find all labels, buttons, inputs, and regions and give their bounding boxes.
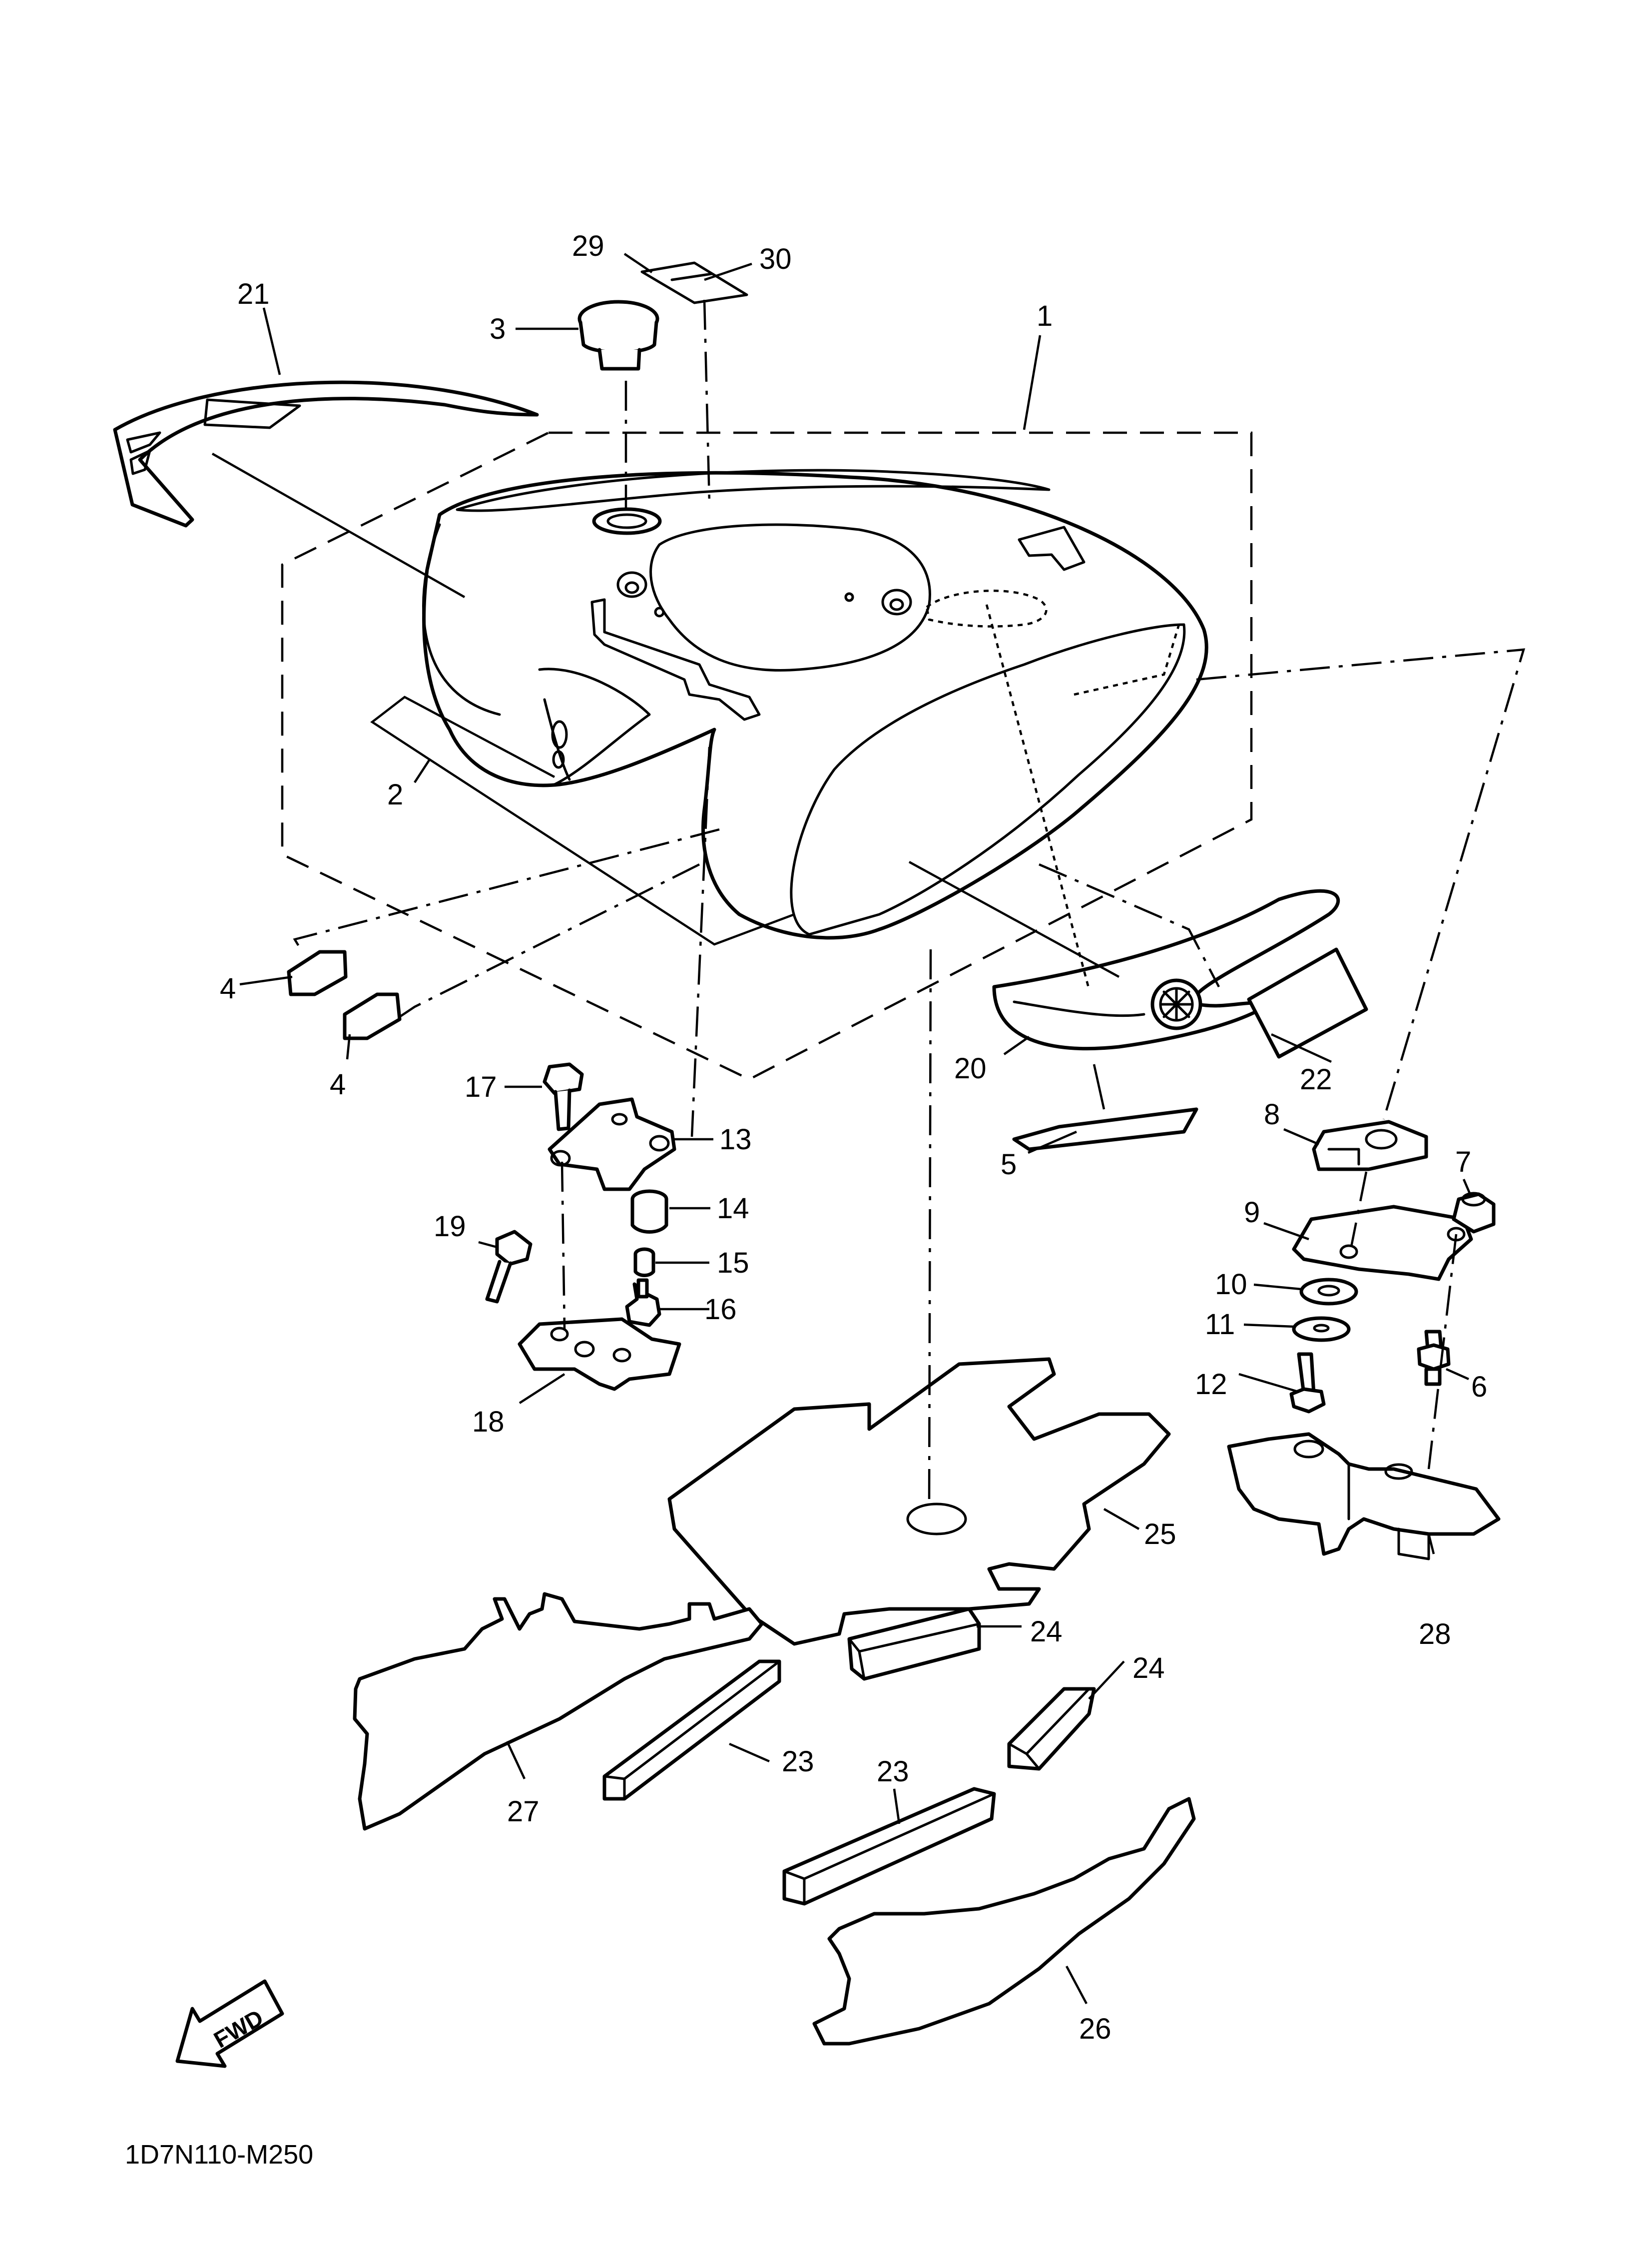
part-3-fuel-cap [577,300,659,371]
assembly-lines [293,299,1526,1505]
part-7-nut [1452,1192,1496,1234]
part-1-fuel-tank [422,469,1208,940]
callout-12: 12 [1195,1368,1227,1401]
callout-29: 29 [572,230,604,262]
callout-11: 11 [1205,1308,1235,1341]
callout-2: 2 [387,778,403,811]
part-22-decal [1247,947,1368,1059]
part-27-side-cover-left [353,1592,764,1831]
part-21-rear-graphic [113,380,539,528]
part-18-lower-bracket [518,1317,681,1391]
callout-4b: 4 [330,1068,346,1101]
part-12-screw [1289,1352,1326,1414]
callout-17: 17 [465,1071,497,1103]
callout-27: 27 [507,1795,540,1828]
part-14-grommet [630,1189,668,1234]
hidden-emblem-outline [925,590,1048,628]
callout-23b: 23 [877,1755,909,1788]
callout-22: 22 [1300,1063,1332,1096]
callout-6: 6 [1471,1371,1487,1403]
callout-labels: 29 30 3 21 1 2 4 4 17 13 14 15 16 19 18 … [220,230,1487,2045]
callout-3: 3 [490,313,506,345]
callout-24a: 24 [1030,1615,1063,1648]
callout-7: 7 [1455,1146,1471,1178]
callout-19: 19 [434,1210,466,1243]
part-10-grommet [1299,1278,1358,1306]
callout-4a: 4 [220,972,236,1005]
tank-assembly-boundary [281,431,1253,1081]
diagram-code: 1D7N110-M250 [125,2140,313,2170]
part-24-block-a [847,1607,981,1681]
part-4-pads [287,950,402,1040]
part-16-bolt [625,1278,661,1327]
part-11-washer [1292,1316,1351,1342]
callout-15: 15 [717,1247,749,1279]
callout-28: 28 [1419,1618,1451,1650]
callout-24b: 24 [1132,1652,1165,1684]
part-9-bracket [1292,1205,1473,1281]
callout-23a: 23 [782,1745,814,1778]
part-15-collar [633,1247,655,1277]
callout-10: 10 [1215,1268,1247,1301]
callout-14: 14 [717,1192,749,1225]
callout-20: 20 [954,1052,987,1085]
part-17-bolt [543,1062,584,1131]
part-23-bar-b [782,1787,996,1906]
callout-16: 16 [704,1293,737,1326]
callout-1: 1 [1037,300,1053,332]
callout-30: 30 [759,243,792,275]
part-26-side-cover-right [812,1797,1196,2046]
callout-8: 8 [1264,1098,1280,1131]
callout-25: 25 [1144,1518,1176,1550]
callout-9: 9 [1244,1196,1260,1229]
leader-lines [211,253,1473,2005]
part-6-stud-bolt [1417,1330,1451,1386]
callout-5: 5 [1001,1148,1017,1181]
callout-18: 18 [472,1406,505,1438]
part-25-insulator-sheet [667,1357,1171,1646]
part-30-label [670,272,713,281]
part-23-bar-a [602,1659,781,1801]
part-13-bracket [548,1097,676,1191]
part-28-mount-bracket [1227,1432,1501,1560]
part-24-block-b [1007,1687,1096,1771]
hidden-emblem-outline-2 [1074,624,1180,696]
callout-13: 13 [719,1123,752,1156]
callout-21: 21 [237,278,270,310]
part-8-damper [1312,1120,1428,1171]
part-29-label [640,261,748,304]
part-19-screw [485,1230,533,1304]
part-5-small-decal [1012,1107,1198,1151]
fwd-arrow-icon: FWD [175,1979,284,2068]
callout-26: 26 [1079,2013,1111,2045]
